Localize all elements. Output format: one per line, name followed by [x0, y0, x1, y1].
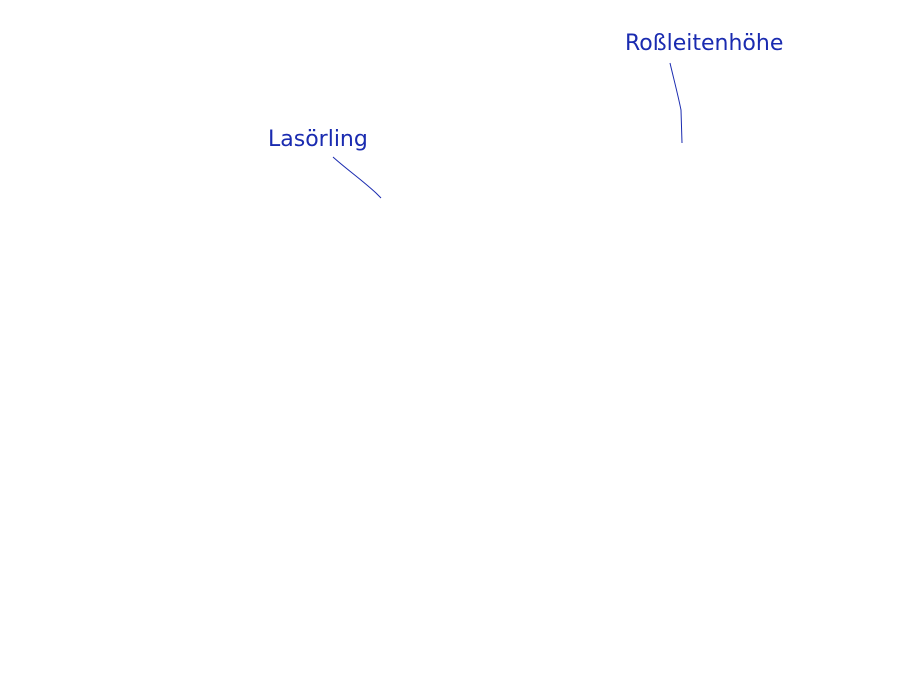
peak-label-rossleitenhoehe: Roßleitenhöhe	[625, 31, 784, 56]
peak-label-lasoerling: Lasörling	[268, 127, 368, 152]
leader-line-lasoerling	[332, 156, 382, 199]
leader-line-rossleitenhoehe	[669, 62, 683, 144]
